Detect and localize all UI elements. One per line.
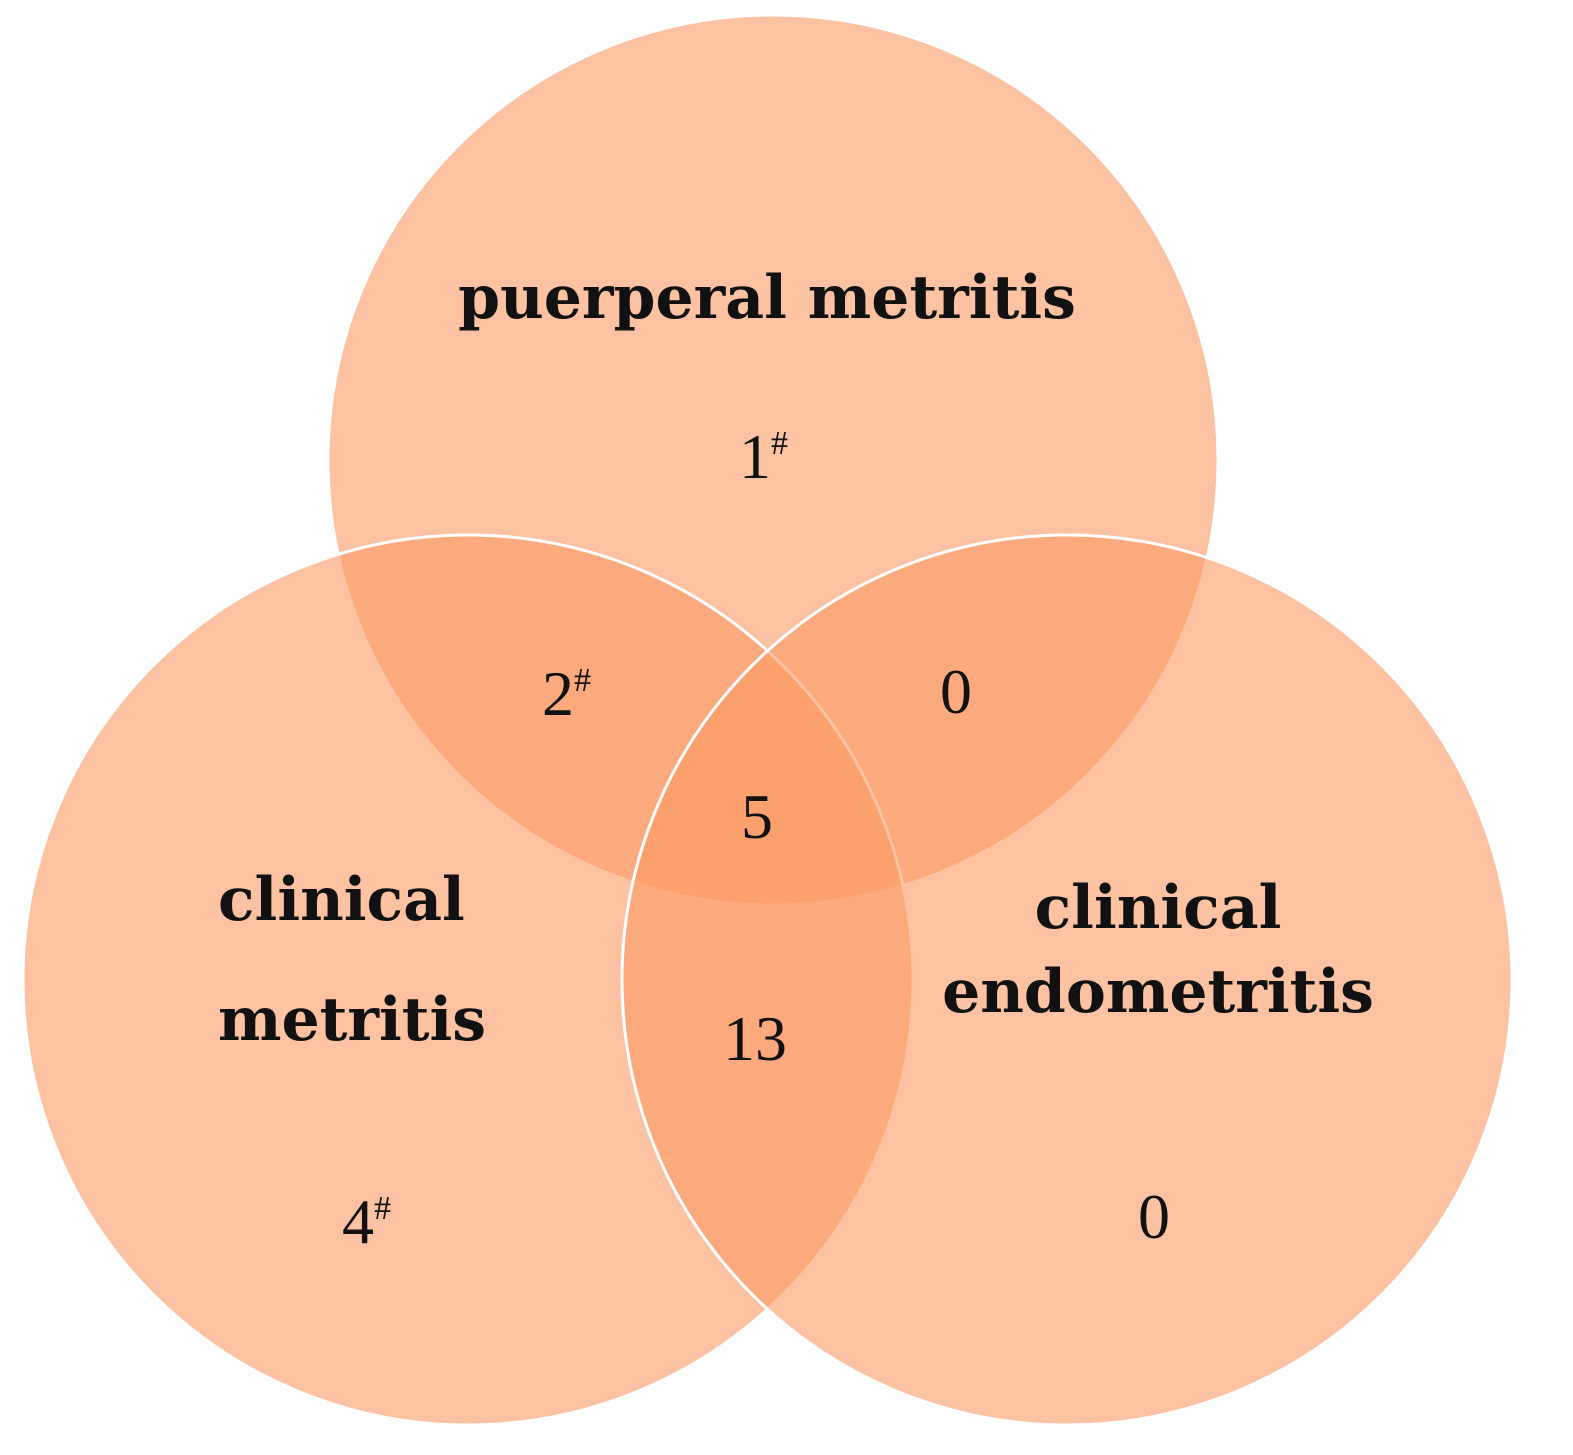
label-clinical-metritis-line2: metritis <box>218 985 486 1055</box>
circle-clinical-endometritis <box>620 533 1514 1427</box>
label-clinical-metritis-line1: clinical <box>218 865 465 935</box>
count-value: 13 <box>723 1003 787 1074</box>
count-all-three: 5 <box>741 781 773 852</box>
label-clinical-endometritis-line1: clinical <box>1035 873 1282 943</box>
count-puerperal-only: 1# <box>739 421 788 492</box>
count-value: 0 <box>940 656 972 727</box>
count-clinical-metritis-only: 4# <box>342 1186 391 1257</box>
label-puerperal-metritis: puerperal metritis <box>458 263 1076 333</box>
label-clinical-endometritis-line2: endometritis <box>942 957 1374 1027</box>
count-mark: # <box>374 1190 391 1227</box>
count-value: 5 <box>741 781 773 852</box>
count-mark: # <box>574 662 591 699</box>
count-value: 1 <box>739 421 771 492</box>
count-value: 2 <box>542 658 574 729</box>
count-mark: # <box>771 425 788 462</box>
count-clinical-metritis-and-clinical-endometritis: 13 <box>723 1003 787 1074</box>
count-value: 0 <box>1138 1181 1170 1252</box>
count-clinical-endometritis-only: 0 <box>1138 1181 1170 1252</box>
count-puerperal-and-clinical-metritis: 2# <box>542 658 591 729</box>
count-value: 4 <box>342 1186 374 1257</box>
count-puerperal-and-clinical-endometritis: 0 <box>940 656 972 727</box>
